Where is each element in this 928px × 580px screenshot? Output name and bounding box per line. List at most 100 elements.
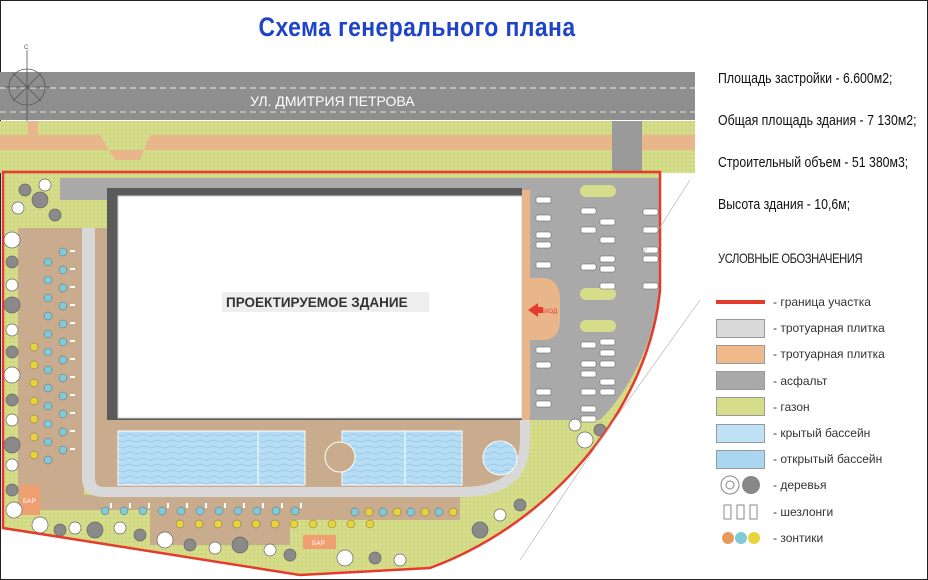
lawn-swatch xyxy=(716,397,765,417)
parked-car-icon xyxy=(535,214,552,222)
umbrella-icon xyxy=(58,337,68,347)
tree-icon xyxy=(720,475,760,495)
lounger-icon xyxy=(70,340,75,342)
parked-car-icon xyxy=(580,388,597,396)
umbrella-icon xyxy=(434,507,444,517)
umbrella-icon xyxy=(43,365,53,375)
lounger-icon xyxy=(243,503,245,508)
lounger-icon xyxy=(723,504,757,520)
legend-item-lawn: - газон xyxy=(716,394,885,420)
lounger-icon xyxy=(110,503,112,508)
stat-total-area: Общая площадь здания - 7 130м2; xyxy=(718,112,917,129)
umbrella-icon xyxy=(270,519,280,529)
umbrella-icon xyxy=(43,257,53,267)
stat-volume: Строительный объем - 51 380м3; xyxy=(718,154,909,171)
tree-icon xyxy=(576,431,594,449)
tree-icon xyxy=(5,501,23,519)
umbrella-icon xyxy=(138,506,148,516)
lounger-icon xyxy=(70,322,75,324)
tree-icon xyxy=(3,296,21,314)
lounger-icon xyxy=(70,412,75,414)
parking-island xyxy=(580,185,616,197)
umbrella-icon xyxy=(233,506,243,516)
tree-icon xyxy=(18,183,32,197)
tree-icon xyxy=(5,413,19,427)
parked-car-icon xyxy=(535,231,552,239)
legend-item-orange-paving: - тротуарная плитка xyxy=(716,341,885,367)
bar-bottom-label: БАР xyxy=(312,540,325,547)
umbrella-icon xyxy=(29,414,39,424)
road-crossing xyxy=(612,121,642,173)
wood-deck xyxy=(20,228,520,490)
outdoor-pool-swatch xyxy=(716,449,765,469)
umbrella-icon xyxy=(119,506,129,516)
entrance-paving-strip xyxy=(522,190,530,420)
asphalt-swatch xyxy=(716,371,765,391)
umbrella-icon xyxy=(43,383,53,393)
gray-paving-swatch xyxy=(716,318,765,338)
umbrella-icon xyxy=(43,419,53,429)
tree-icon xyxy=(113,521,127,535)
umbrella-icon xyxy=(327,519,337,529)
parked-car-icon xyxy=(599,388,616,396)
umbrella-icon xyxy=(58,409,68,419)
pool-plaza-circle xyxy=(324,441,356,473)
legend-item-asphalt: - асфальт xyxy=(716,368,885,394)
orange-paving-swatch xyxy=(716,344,765,364)
umbrella-icon xyxy=(194,519,204,529)
umbrella-icon xyxy=(43,311,53,321)
compass-rose-icon: С xyxy=(4,45,50,124)
umbrella-icon xyxy=(365,519,375,529)
parking-island xyxy=(580,320,616,332)
parked-car-icon xyxy=(535,241,552,249)
umbrella-icon xyxy=(43,293,53,303)
tree-icon xyxy=(5,255,19,269)
parked-car-icon xyxy=(580,405,597,413)
parked-car-icon xyxy=(535,361,552,369)
legend-item-outdoor-pool: - открытый бассейн xyxy=(716,446,885,472)
umbrella-icon xyxy=(252,506,262,516)
umbrella-icon xyxy=(346,519,356,529)
umbrella-icon xyxy=(214,506,224,516)
parked-car-icon xyxy=(642,226,659,234)
legend: - граница участка - тротуарная плитка - … xyxy=(716,289,885,551)
parked-car-icon xyxy=(580,360,597,368)
tree-icon xyxy=(5,458,19,472)
entrance-plaza xyxy=(527,278,560,340)
legend-title: УСЛОВНЫЕ ОБОЗНАЧЕНИЯ xyxy=(718,250,863,266)
umbrella-icon xyxy=(58,319,68,329)
tree-icon xyxy=(68,521,82,535)
stat-height: Высота здания - 10,6м; xyxy=(718,196,851,213)
lounger-icon xyxy=(70,376,75,378)
tree-icon xyxy=(3,436,21,454)
tree-icon xyxy=(156,531,174,549)
parked-car-icon xyxy=(535,400,552,408)
umbrella-icon xyxy=(58,427,68,437)
umbrella-icon xyxy=(43,329,53,339)
umbrella-icon xyxy=(290,506,300,516)
umbrella-icon xyxy=(43,437,53,447)
tree-icon xyxy=(31,516,49,534)
bar-bottom xyxy=(303,535,336,549)
lounger-icon xyxy=(262,503,264,508)
legend-item-gray-paving: - тротуарная плитка xyxy=(716,315,885,341)
parked-car-icon xyxy=(580,226,597,234)
umbrella-icon xyxy=(100,506,110,516)
lounger-icon xyxy=(70,358,75,360)
building-stats: Площадь застройки - 6.600м2; Общая площа… xyxy=(718,70,928,238)
indoor-pool-swatch xyxy=(716,423,765,443)
lounger-icon xyxy=(167,503,169,508)
lounger-icon xyxy=(70,394,75,396)
umbrella-icon xyxy=(29,342,39,352)
legend-item-indoor-pool: - крытый бассейн xyxy=(716,420,885,446)
compass-north-label: С xyxy=(24,45,29,51)
umbrella-icon xyxy=(308,519,318,529)
tree-icon xyxy=(231,536,249,554)
umbrella-icon xyxy=(406,507,416,517)
parked-car-icon xyxy=(599,338,616,346)
parked-car-icon xyxy=(580,207,597,215)
street-label: УЛ. ДМИТРИЯ ПЕТРОВА xyxy=(250,93,415,109)
umbrella-icon xyxy=(378,507,388,517)
umbrella-icon xyxy=(43,347,53,357)
lounger-icon xyxy=(300,503,302,508)
